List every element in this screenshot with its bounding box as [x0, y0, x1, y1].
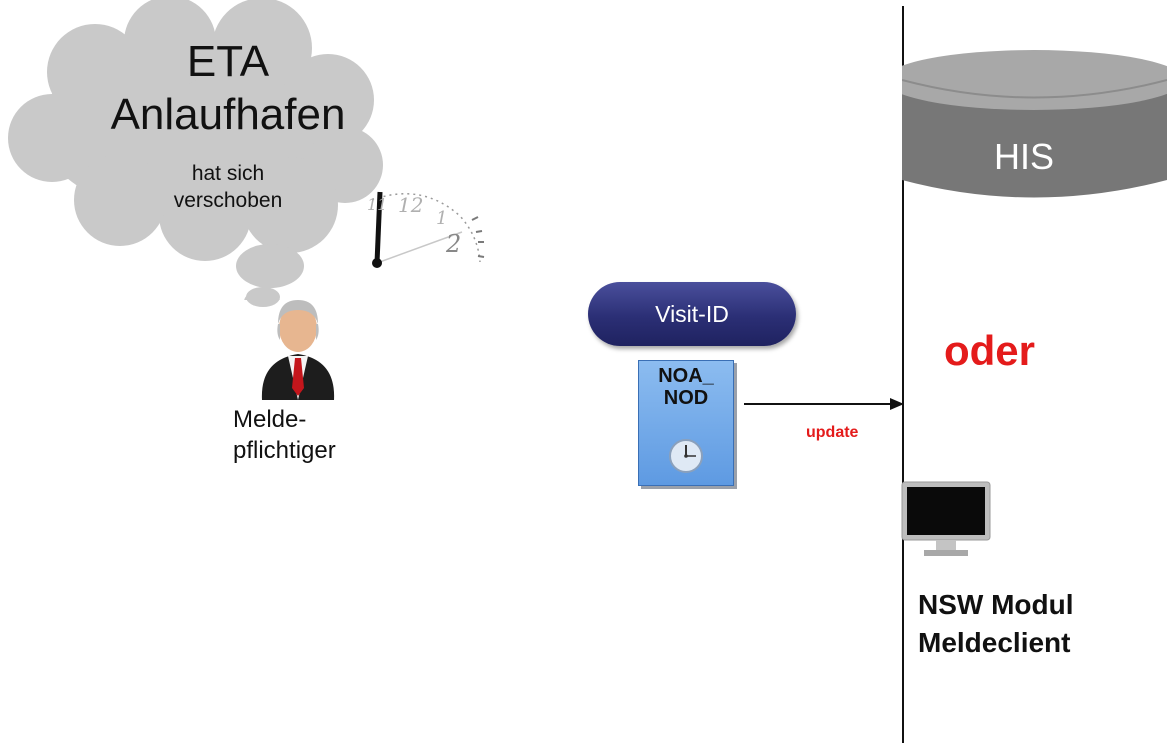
person-label-line2: pflichtiger	[233, 437, 336, 465]
document-label-line2: NOD	[663, 387, 709, 410]
noa-nod-document: NOA_ NOD	[638, 360, 734, 486]
client-label-line2: Meldeclient	[918, 626, 1071, 658]
visit-id-label: Visit-ID	[655, 300, 729, 327]
cloud-title: ETA Anlaufhafen	[108, 36, 348, 142]
clock-numeral-1: 1	[436, 208, 447, 229]
thought-cloud	[8, 0, 383, 300]
clock-numeral-12: 12	[398, 193, 423, 217]
visit-id-badge: Visit-ID	[588, 282, 796, 346]
businessman-icon	[261, 300, 335, 400]
cloud-title-line1: ETA	[186, 37, 270, 86]
cloud-subtitle-line1: hat sich	[191, 162, 265, 185]
document-label: NOA_ NOD	[639, 365, 733, 410]
clock-numeral-2: 2	[445, 230, 461, 258]
person-label-line1: Melde-	[233, 406, 307, 433]
alternative-label: oder	[944, 327, 1036, 374]
database-icon	[902, 50, 1167, 198]
client-label: NSW Modul Meldeclient	[918, 586, 1074, 662]
document-label-line1: NOA_	[658, 365, 714, 387]
client-label-line1: NSW Modul	[918, 589, 1074, 620]
cloud-subtitle: hat sich verschoben	[148, 160, 308, 215]
clock-icon: 11 12 1 2	[367, 191, 485, 268]
cloud-title-line2: Anlaufhafen	[110, 89, 346, 139]
document-clock-icon	[669, 439, 703, 473]
person-label: Melde- pflichtiger	[233, 404, 336, 466]
vertical-divider	[902, 6, 904, 743]
thought-bubble-small	[246, 287, 280, 307]
update-arrow	[744, 398, 904, 410]
cloud-subtitle-line2: verschoben	[173, 189, 283, 213]
monitor-icon	[901, 481, 991, 556]
clock-numeral-11: 11	[367, 195, 387, 214]
update-label: update	[806, 424, 859, 441]
database-label: HIS	[994, 136, 1055, 177]
